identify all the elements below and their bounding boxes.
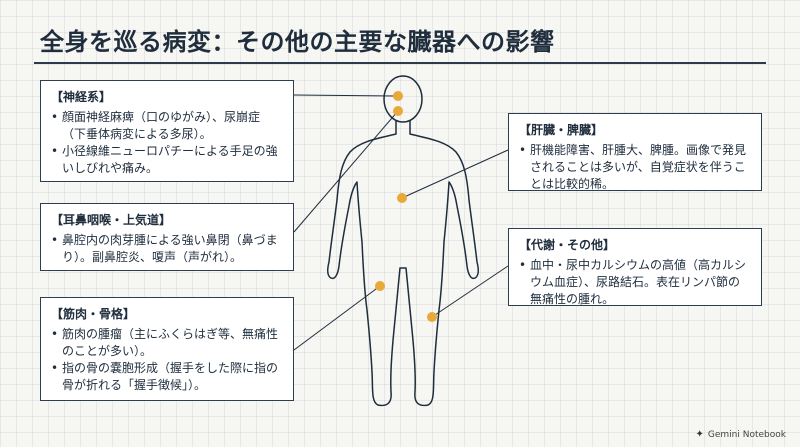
list-item: 顔面神経麻痺（口のゆがみ）、尿崩症（下垂体病変による多尿）。 (51, 109, 283, 143)
connector-ent (293, 110, 399, 233)
box-muscle-skeleton: 【筋肉・骨格】 筋肉の腫瘤（主にふくらはぎ等、無痛性のことが多い）。 指の骨の嚢… (40, 297, 294, 401)
list-item: 指の骨の嚢胞形成（握手をした際に指の骨が折れる「握手徴候」）。 (51, 360, 283, 394)
title-underline (34, 62, 766, 64)
connector-metabolic (431, 265, 509, 318)
connector-muscle (293, 285, 381, 351)
list-item: 血中・尿中カルシウムの高値（高カルシウム血症）、尿路結石。表在リンパ節の無痛性の… (519, 257, 751, 308)
box-title: 【神経系】 (51, 90, 112, 104)
connector-nervous (293, 94, 398, 97)
gemini-sparkle-icon: ✦ (695, 429, 704, 440)
list-item: 小径線維ニューロパチーによる手足の強いしびれや痛み。 (51, 143, 283, 177)
box-title: 【筋肉・骨格】 (51, 307, 136, 321)
marker-ent (393, 106, 403, 116)
box-liver-spleen: 【肝臓・脾臓】 肝機能障害、肝腫大、脾腫。画像で発見されることは多いが、自覚症状… (508, 113, 762, 191)
box-title: 【肝臓・脾臓】 (519, 123, 604, 137)
box-ent: 【耳鼻咽喉・上気道】 鼻腔内の肉芽腫による強い鼻閉（鼻づまり）。副鼻腔炎、嗄声（… (40, 203, 294, 271)
marker-liver (397, 193, 407, 203)
box-title: 【耳鼻咽喉・上気道】 (51, 213, 172, 227)
marker-nervous (393, 91, 403, 101)
page-title: 全身を巡る病変：その他の主要な臓器への影響 (40, 28, 555, 56)
organ-markers (375, 91, 437, 322)
list-item: 肝機能障害、肝腫大、脾腫。画像で発見されることは多いが、自覚症状を伴うことは比較… (519, 142, 751, 193)
marker-muscle (375, 281, 385, 291)
human-body-outline (326, 75, 480, 407)
box-metabolic-other: 【代謝・その他】 血中・尿中カルシウムの高値（高カルシウム血症）、尿路結石。表在… (508, 228, 762, 306)
connector-liver (401, 149, 509, 199)
list-item: 鼻腔内の肉芽腫による強い鼻閉（鼻づまり）。副鼻腔炎、嗄声（声がれ）。 (51, 232, 283, 266)
list-item: 筋肉の腫瘤（主にふくらはぎ等、無痛性のことが多い）。 (51, 326, 283, 360)
box-nervous-system: 【神経系】 顔面神経麻痺（口のゆがみ）、尿崩症（下垂体病変による多尿）。 小径線… (40, 80, 294, 182)
footer-brand-label: Gemini Notebook (707, 429, 786, 440)
box-title: 【代謝・その他】 (519, 238, 616, 252)
connector-lines (293, 94, 509, 351)
marker-metabolic (427, 312, 437, 322)
footer-brand: ✦ Gemini Notebook (696, 429, 786, 440)
